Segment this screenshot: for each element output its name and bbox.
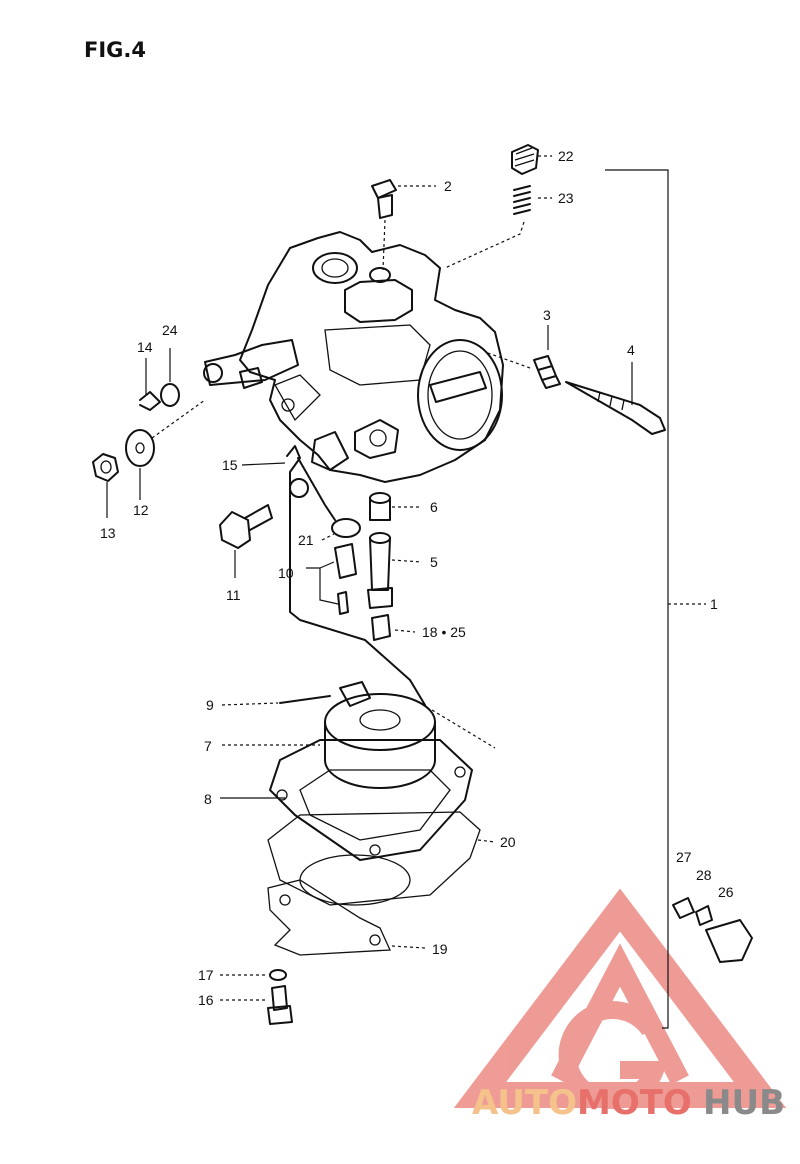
callout-18-25: 18 • 25: [422, 624, 466, 640]
part-28-cap: [695, 905, 713, 926]
part-16-screw: [267, 985, 293, 1025]
part-22-screw: [511, 144, 539, 175]
callout-5: 5: [430, 554, 438, 570]
callout-6: 6: [430, 499, 438, 515]
part-8-float-bowl: [269, 739, 473, 861]
part-26-cap: [705, 919, 753, 963]
leader-lines: [106, 155, 633, 1001]
callout-15: 15: [222, 457, 238, 473]
part-10-pilot-jet: [306, 543, 357, 615]
part-27-cap: [672, 897, 695, 919]
callout-7: 7: [204, 738, 212, 754]
callout-4: 4: [627, 342, 635, 358]
part-19-gasket: [267, 879, 391, 956]
callout-17: 17: [198, 967, 214, 983]
part-2-screw: [371, 179, 397, 219]
callout-3: 3: [543, 307, 551, 323]
callout-28: 28: [696, 867, 712, 883]
part-24-washer: [160, 383, 180, 407]
callout-14: 14: [137, 339, 153, 355]
callout-1: 1: [710, 596, 718, 612]
part-9-pin: [279, 695, 331, 704]
wordmark-hub: HUB: [703, 1083, 785, 1123]
part-14-clip: [139, 391, 161, 411]
callout-19: 19: [432, 941, 448, 957]
callout-23: 23: [558, 190, 574, 206]
callout-12: 12: [133, 502, 149, 518]
callout-8: 8: [204, 791, 212, 807]
part-18-25-main-jet: [371, 614, 391, 641]
assembly-bracket: [605, 169, 706, 1029]
callout-10: 10: [278, 565, 294, 581]
carburetor-body: [203, 231, 504, 483]
callout-27: 27: [676, 849, 692, 865]
part-5-main-nozzle: [367, 532, 393, 609]
wordmark-moto: MOTO: [577, 1083, 692, 1123]
callout-24: 24: [162, 322, 178, 338]
automotohub-wordmark: AUTO MOTO HUB: [472, 1083, 785, 1123]
part-4-needle: [565, 381, 666, 435]
part-17-washer: [269, 969, 287, 981]
callout-13: 13: [100, 525, 116, 541]
callout-20: 20: [500, 834, 516, 850]
figure-title: FIG.4: [84, 38, 146, 62]
callout-9: 9: [206, 697, 214, 713]
automotohub-logo: [453, 888, 787, 1109]
callout-22: 22: [558, 148, 574, 164]
callout-11: 11: [226, 587, 241, 603]
part-23-spring: [513, 185, 531, 215]
part-21-ring: [331, 518, 361, 538]
wordmark-auto: AUTO: [472, 1083, 577, 1123]
part-6-nozzle: [369, 492, 391, 521]
part-13-nut: [92, 453, 119, 482]
callout-labels: 1 2 3 4 5 6 7 8 9 10 11 12 13 14 15 16 1…: [100, 148, 734, 1008]
callout-16: 16: [198, 992, 214, 1008]
part-12-washer: [125, 429, 155, 467]
part-11-bolt: [219, 504, 273, 549]
callout-2: 2: [444, 178, 452, 194]
part-15-link-rod: [286, 445, 426, 706]
part-3-spring: [533, 355, 561, 389]
callout-26: 26: [718, 884, 734, 900]
callout-21: 21: [298, 532, 314, 548]
